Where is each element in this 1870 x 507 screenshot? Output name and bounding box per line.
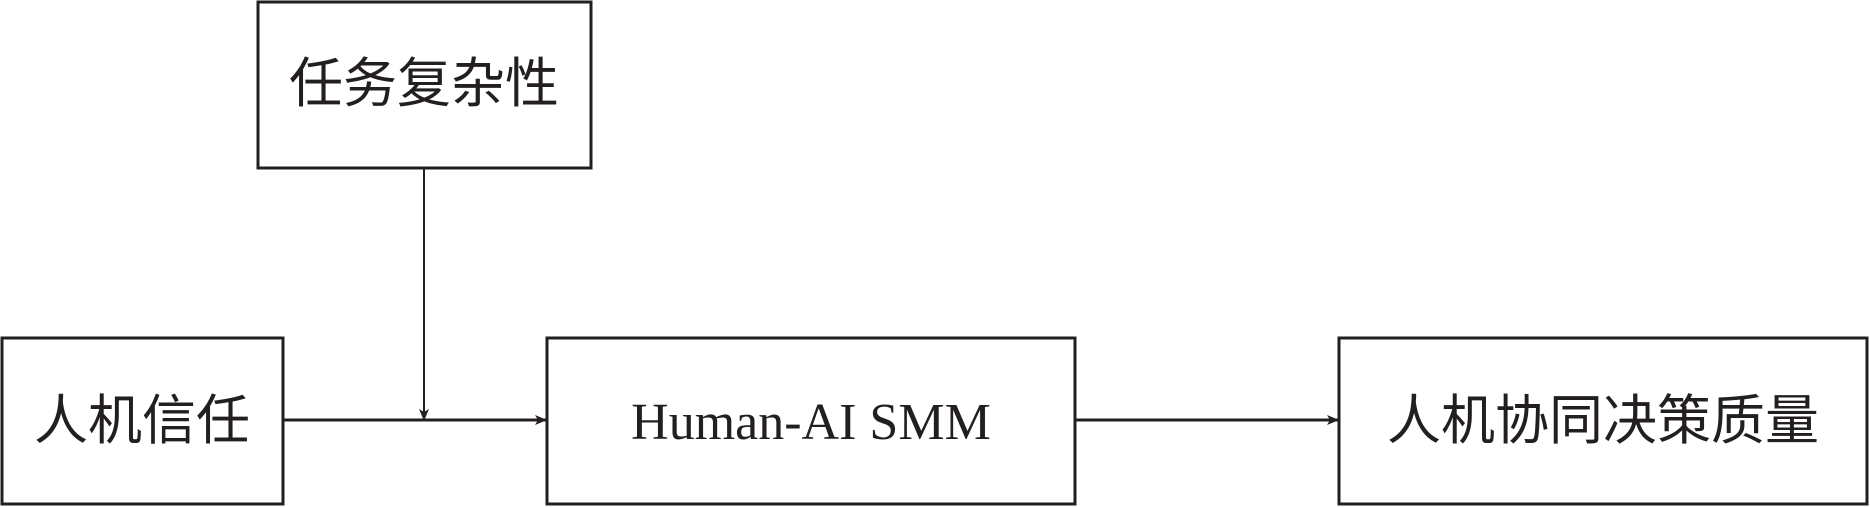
input-box: 人机信任: [0, 336, 285, 506]
mediator-label: Human-AI SMM: [631, 394, 991, 451]
output-label: 人机协同决策质量: [1387, 391, 1819, 451]
moderator-box: 任务复杂性: [256, 0, 593, 170]
input-label: 人机信任: [34, 391, 250, 451]
mediator-box: Human-AI SMM: [545, 336, 1077, 506]
moderator-label: 任务复杂性: [289, 54, 559, 114]
output-box: 人机协同决策质量: [1337, 336, 1869, 506]
